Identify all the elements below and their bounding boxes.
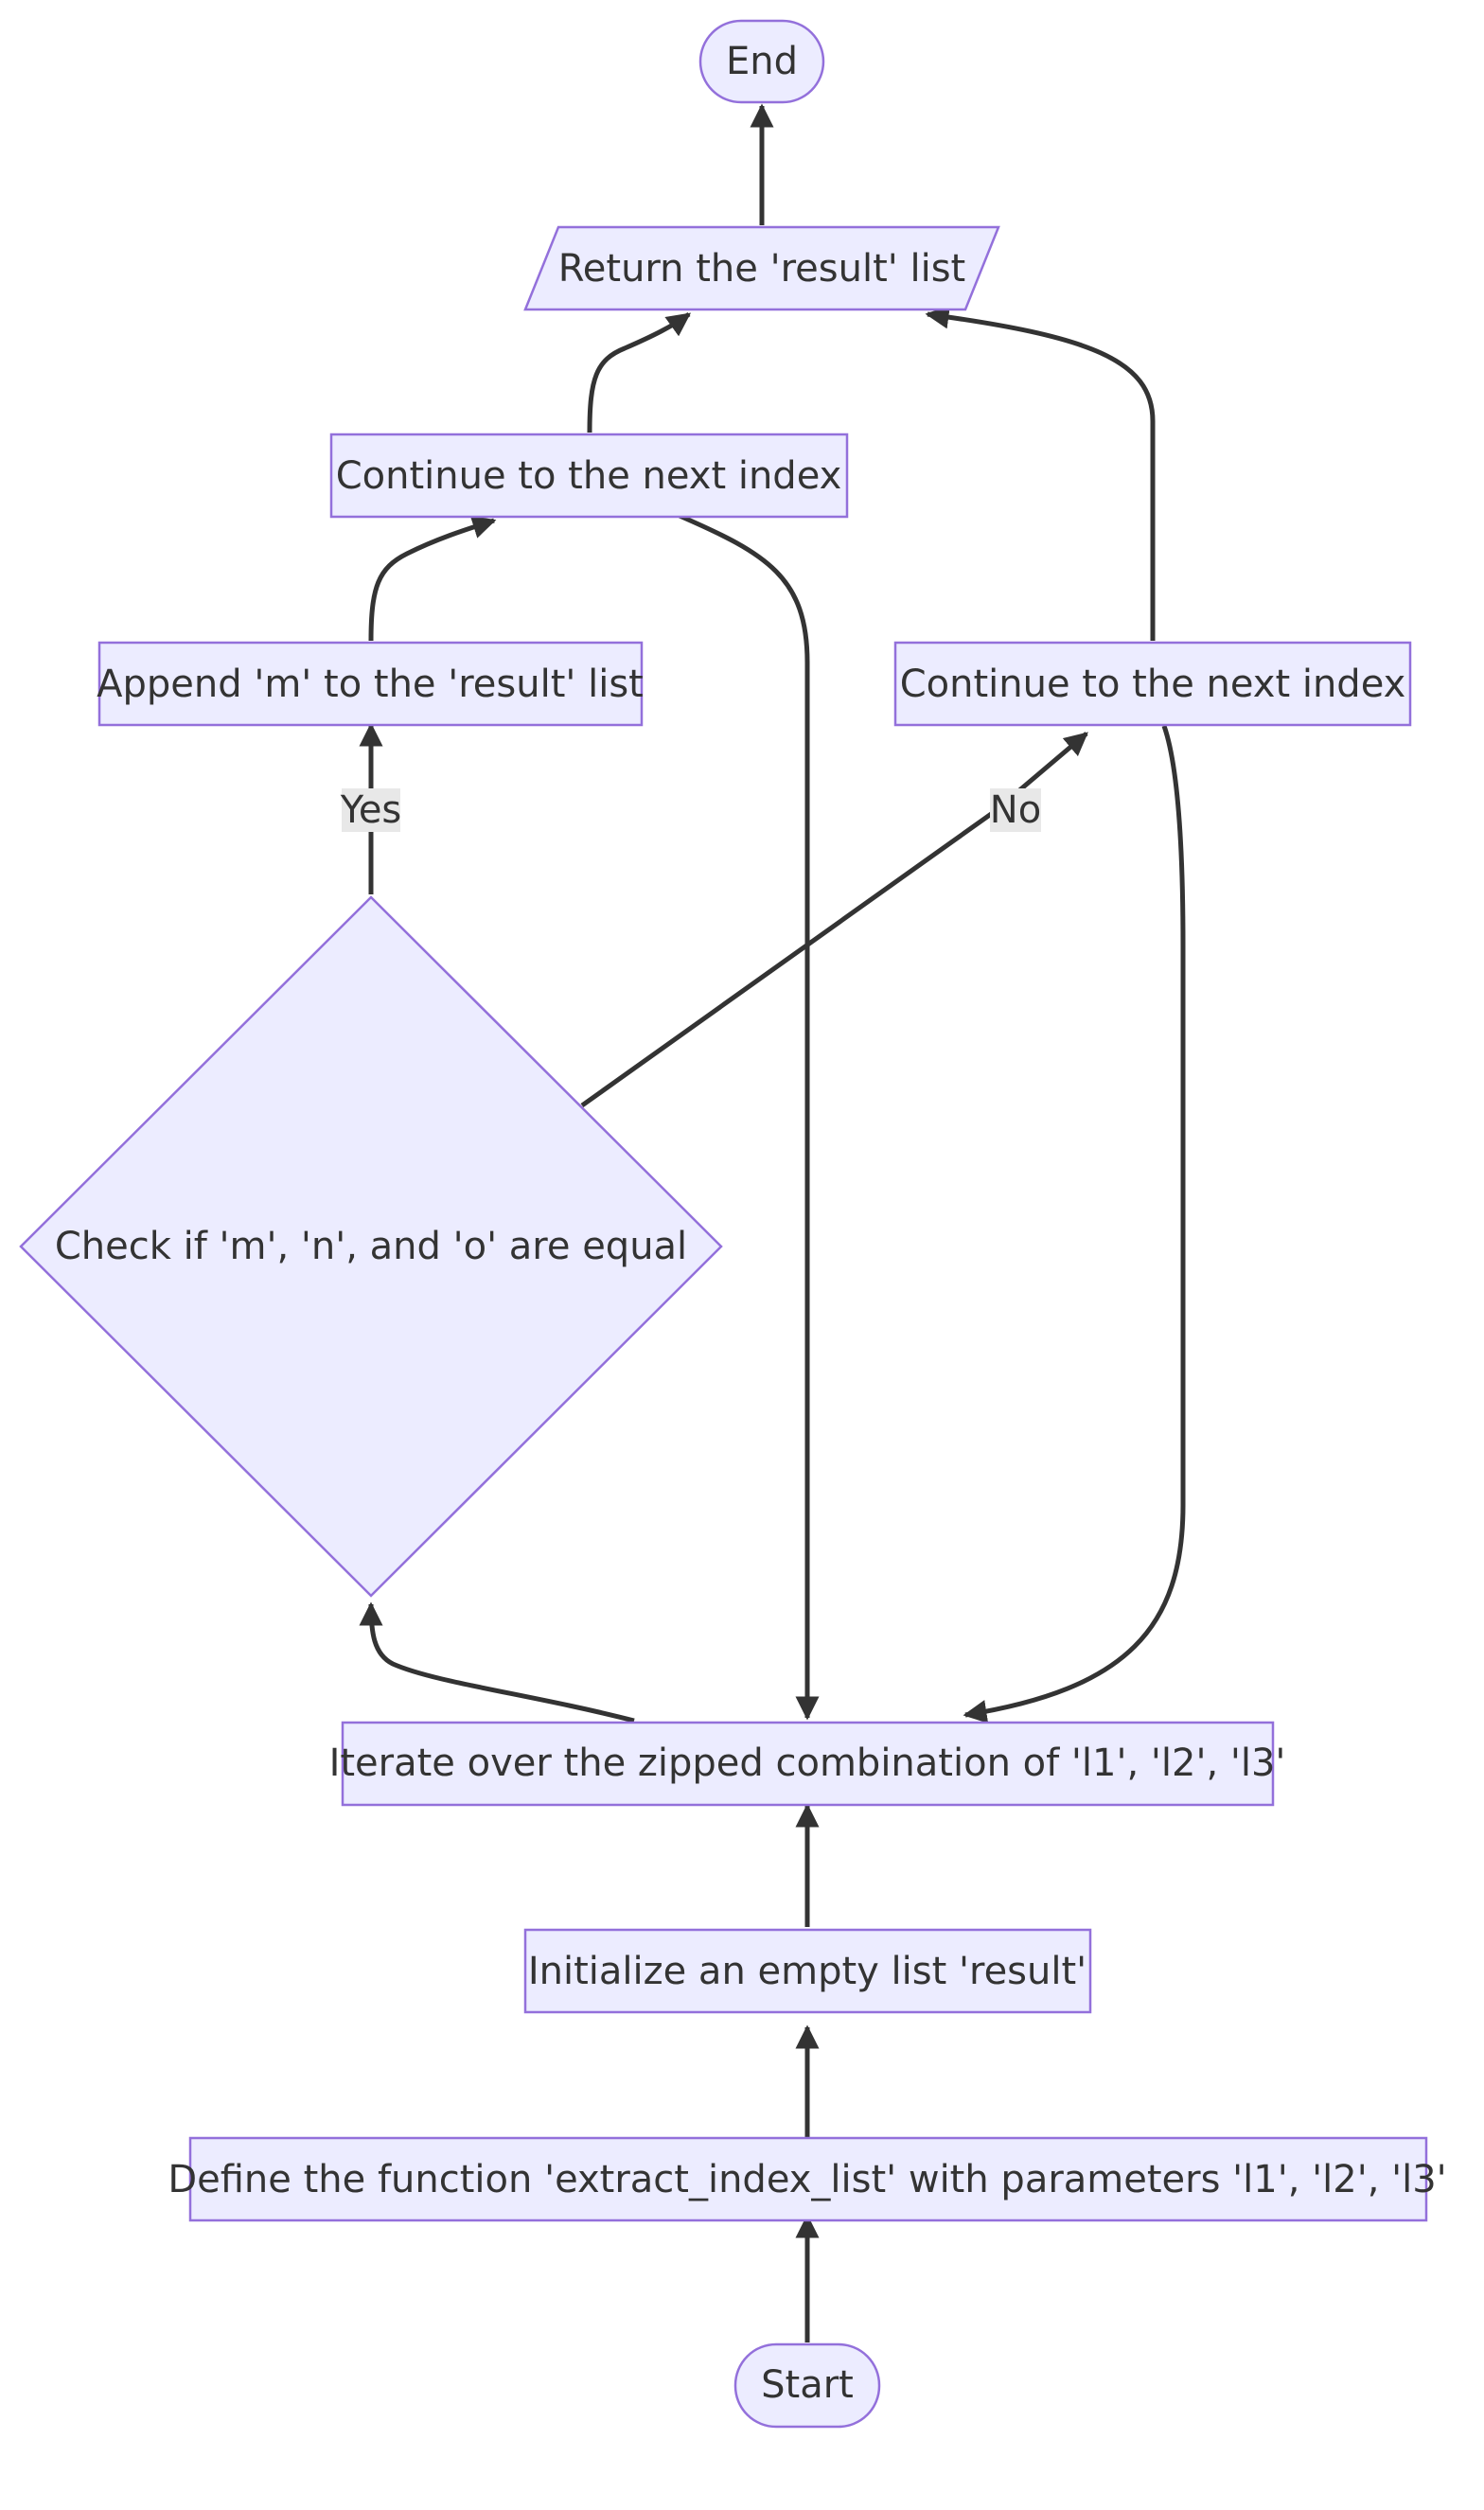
svg-text:Continue to the next index: Continue to the next index <box>336 454 842 498</box>
initialize-result-node[interactable]: Initialize an empty list 'result' <box>523 1928 1092 2014</box>
edge-append-to-continue-left <box>368 515 497 642</box>
svg-text:Define the function 'extract_i: Define the function 'extract_index_list'… <box>168 2158 1446 2201</box>
svg-text:End: End <box>726 40 798 83</box>
edge-label-yes: Yes <box>340 788 402 832</box>
edge-continue-left-to-iterate <box>679 513 820 1721</box>
svg-text:No: No <box>990 788 1041 832</box>
iterate-zipped-node[interactable]: Iterate over the zipped combination of '… <box>329 1721 1286 1807</box>
edge-continue-left-to-return <box>587 311 692 433</box>
svg-text:Initialize an empty list 'resu: Initialize an empty list 'result' <box>528 1950 1086 1993</box>
append-m-node[interactable]: Append 'm' to the 'result' list <box>97 641 644 727</box>
svg-text:Yes: Yes <box>340 788 402 832</box>
edge-iterate-to-check <box>359 1601 635 1723</box>
svg-text:Continue to the next index: Continue to the next index <box>900 663 1406 706</box>
return-result-node[interactable]: Return the 'result' list <box>523 225 1000 311</box>
svg-text:Return the 'result' list: Return the 'result' list <box>558 247 965 291</box>
start-node[interactable]: Start <box>733 2342 881 2429</box>
svg-text:Check if 'm', 'n', and 'o' are: Check if 'm', 'n', and 'o' are equal <box>55 1225 687 1268</box>
end-node[interactable]: End <box>698 19 825 104</box>
svg-text:Iterate over the zipped combin: Iterate over the zipped combination of '… <box>329 1741 1286 1785</box>
define-function-node[interactable]: Define the function 'extract_index_list'… <box>168 2136 1447 2222</box>
edge-continue-right-to-iterate <box>963 725 1186 1723</box>
edge-continue-right-to-return <box>925 305 1156 641</box>
svg-text:Start: Start <box>761 2363 854 2407</box>
continue-next-index-left-node[interactable]: Continue to the next index <box>329 433 849 519</box>
continue-next-index-right-node[interactable]: Continue to the next index <box>893 641 1412 727</box>
check-equal-decision-node[interactable]: Check if 'm', 'n', and 'o' are equal <box>19 895 723 1598</box>
edge-label-no: No <box>990 788 1041 832</box>
svg-text:Append 'm' to the 'result' lis: Append 'm' to the 'result' list <box>97 663 644 706</box>
